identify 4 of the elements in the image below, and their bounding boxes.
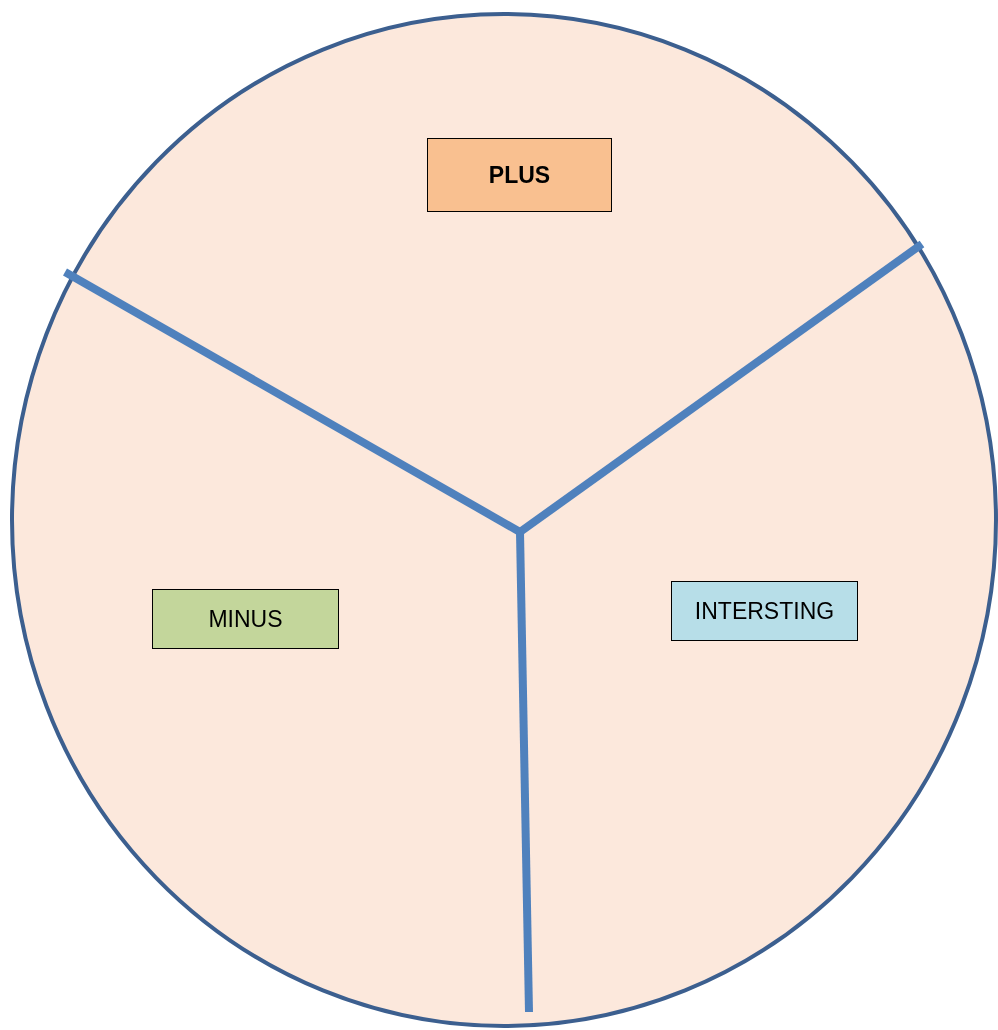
category-label: PLUS [427, 138, 612, 212]
pie-circle [10, 12, 998, 1028]
category-label: MINUS [152, 589, 339, 649]
category-label: INTERSTING [671, 581, 858, 641]
